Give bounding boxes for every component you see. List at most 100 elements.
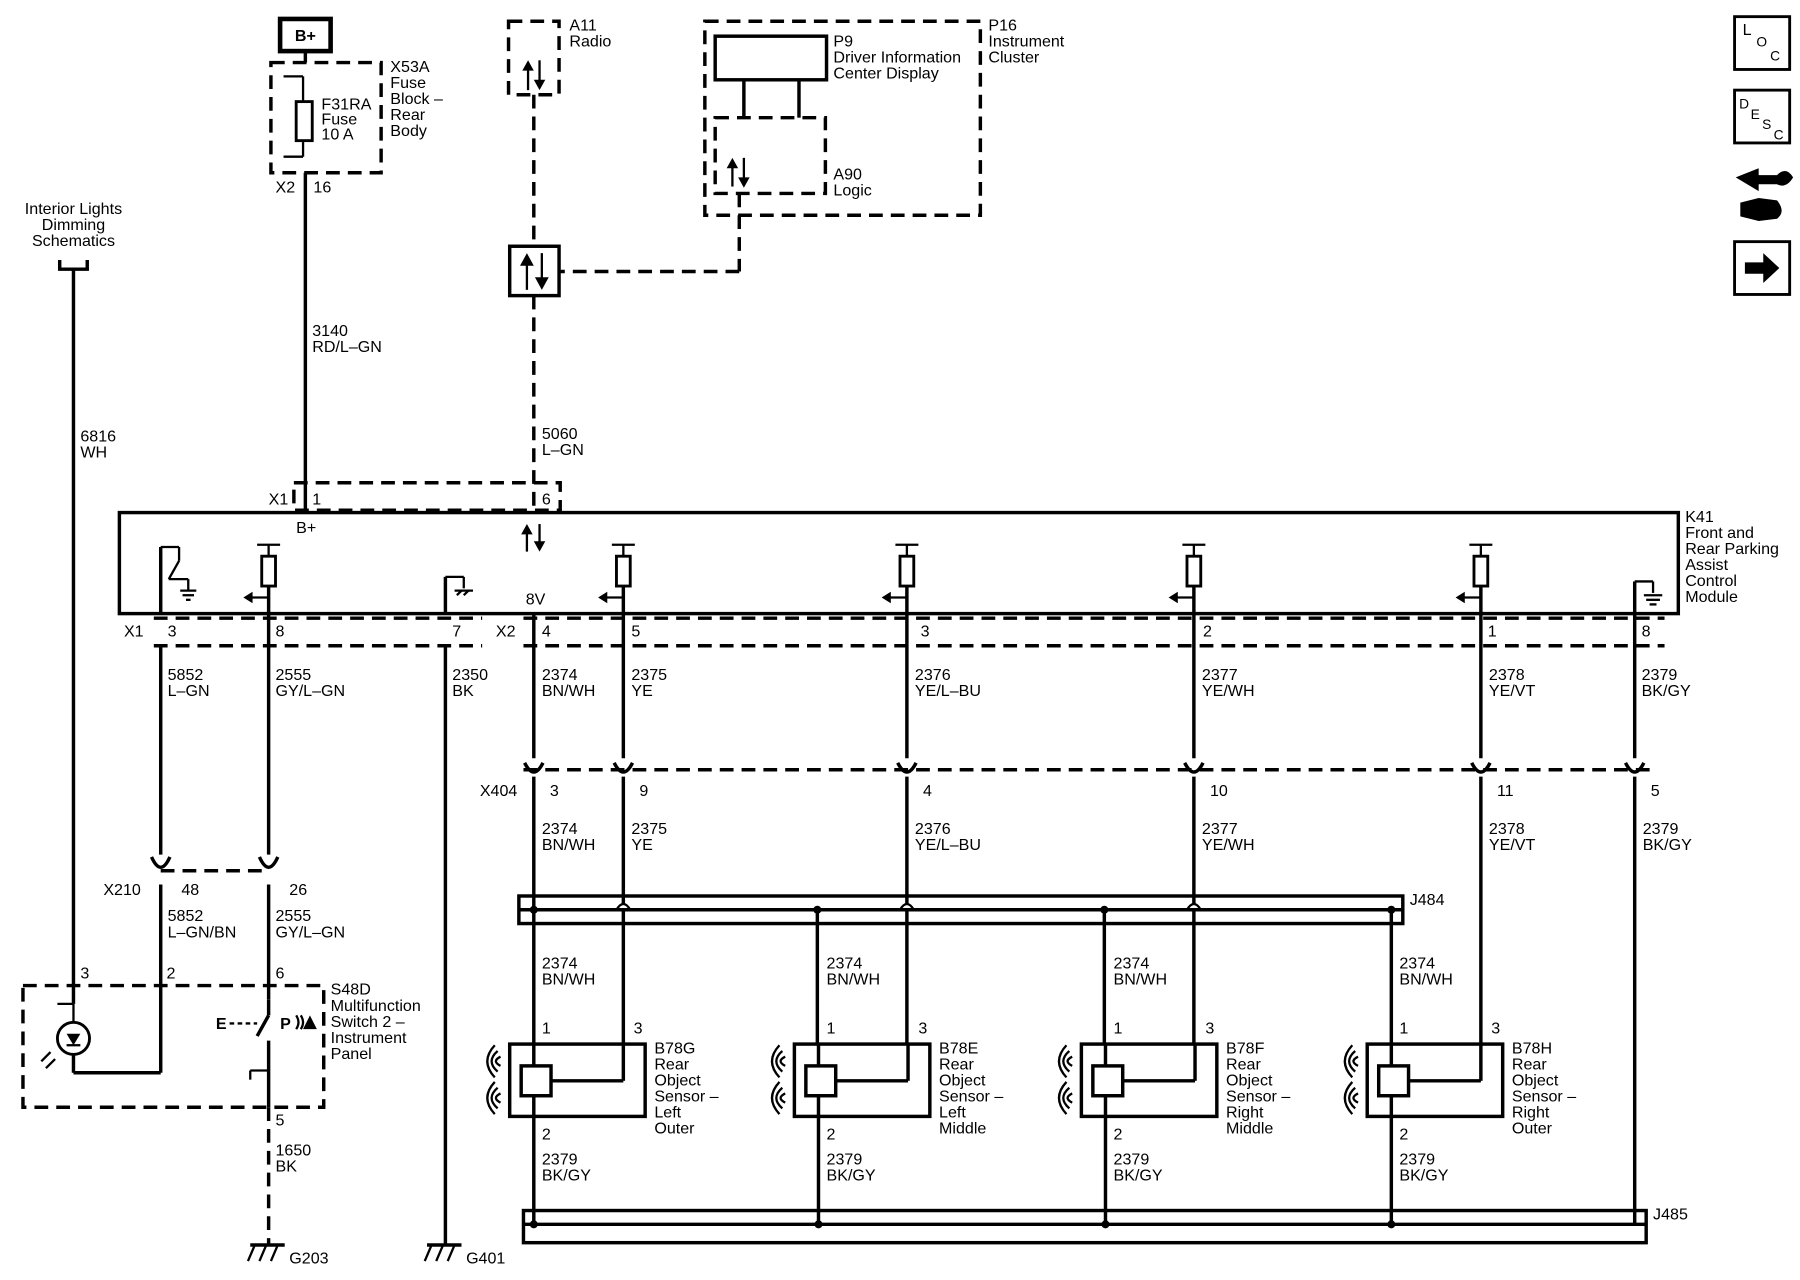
- svg-text:P16: P16: [988, 16, 1017, 34]
- sensor-pin-label: 3: [634, 1020, 643, 1038]
- wire-color-code: YE/WH: [1202, 836, 1255, 854]
- park-assist-switch-icon: E P: [216, 999, 317, 1108]
- svg-text:D: D: [1739, 96, 1749, 111]
- wire-circuit-number: 2379: [1399, 1151, 1435, 1169]
- sensor-name-line: Outer: [654, 1120, 695, 1138]
- wire-color-code: BN/WH: [827, 970, 881, 988]
- wire-circuit-number: 2379: [1643, 820, 1679, 838]
- description-view-button[interactable]: D E S C: [1733, 88, 1792, 145]
- svg-text:Instrument: Instrument: [988, 33, 1064, 51]
- module-pin-label: 5: [631, 623, 640, 641]
- wire-color-code: YE/VT: [1489, 836, 1536, 854]
- wire-circuit-number: 2379: [542, 1151, 578, 1169]
- connector-terminal-icon: [523, 762, 545, 774]
- svg-text:C: C: [1774, 127, 1784, 142]
- wire-color-code: BN/WH: [1114, 970, 1168, 988]
- svg-text:Control: Control: [1685, 572, 1737, 590]
- pull-up-resistor-icon: [1455, 543, 1493, 614]
- sensor-pin-label: 2: [1399, 1125, 1408, 1143]
- connector-terminal-icon: [896, 762, 918, 774]
- wire-circuit-number: 2374: [542, 820, 578, 838]
- svg-text:3140: 3140: [312, 322, 348, 340]
- svg-text:3: 3: [80, 965, 89, 983]
- sensor-name-line: Middle: [1226, 1120, 1273, 1138]
- sensor-pin-label: 2: [827, 1125, 836, 1143]
- sensor-name-line: Sensor –: [654, 1087, 718, 1105]
- interior-lights-reference[interactable]: Interior Lights: [25, 200, 122, 218]
- svg-text:Dimming: Dimming: [42, 216, 105, 234]
- wire-color-code: BN/WH: [542, 836, 596, 854]
- sensor-pin-label: 1: [542, 1020, 551, 1038]
- splice-pack-j485: [521, 1208, 1648, 1245]
- svg-text:S: S: [1762, 117, 1771, 132]
- fuse-block-x53a: F31RA Fuse 10 A: [269, 60, 383, 175]
- svg-text:BK: BK: [276, 1158, 298, 1176]
- next-page-arrow-icon[interactable]: [1733, 240, 1792, 296]
- svg-text:Panel: Panel: [331, 1045, 372, 1063]
- sensor-name-line: Right: [1512, 1104, 1550, 1122]
- svg-text:Logic: Logic: [833, 182, 871, 200]
- svg-text:S48D: S48D: [331, 981, 371, 999]
- svg-text:Fuse: Fuse: [390, 74, 426, 92]
- wire-color-code: BK: [452, 682, 474, 700]
- sensor-name-line: Sensor –: [1226, 1087, 1290, 1105]
- chassis-ground-g401-icon: [423, 1243, 462, 1262]
- serial-data-splice: [507, 244, 561, 298]
- wire-circuit-number: 2555: [276, 666, 312, 684]
- svg-text:L–GN: L–GN: [542, 441, 584, 459]
- module-pin-label: 3: [168, 623, 177, 641]
- module-pin-label: 2: [1203, 623, 1212, 641]
- wire-color-code: BK/GY: [827, 1167, 876, 1185]
- location-view-button[interactable]: L O C: [1733, 15, 1792, 71]
- pull-up-resistor-icon: [598, 543, 635, 614]
- x210-pin-label: 48: [181, 881, 199, 899]
- sensor-pin-label: 1: [827, 1020, 836, 1038]
- instrument-cluster-p16: [703, 19, 983, 217]
- fuse-icon: [294, 100, 314, 143]
- svg-text:X1: X1: [269, 491, 289, 509]
- wire-color-code: YE: [631, 836, 653, 854]
- x404-pin-label: 5: [1651, 782, 1660, 800]
- svg-text:WH: WH: [80, 443, 107, 461]
- wire-color-code: BN/WH: [542, 682, 596, 700]
- sensor-id: B78G: [654, 1039, 695, 1057]
- svg-text:L: L: [1743, 21, 1752, 39]
- sensor-pin-label: 3: [918, 1020, 927, 1038]
- wire-color-code: YE/L–BU: [915, 682, 981, 700]
- module-pin-label: 4: [542, 623, 551, 641]
- wire-color-code: BK/GY: [542, 1167, 591, 1185]
- fuse-block-connector: X53A: [390, 58, 430, 76]
- battery-power-label: B+: [277, 16, 333, 54]
- wire-circuit-number: 2376: [915, 666, 951, 684]
- sensor-pin-label: 3: [1205, 1020, 1214, 1038]
- svg-text:C: C: [1770, 48, 1780, 63]
- svg-text:Fuse: Fuse: [321, 111, 357, 129]
- x404-pin-label: 3: [550, 782, 559, 800]
- ultrasonic-wave-icon: [486, 1044, 502, 1115]
- connector-end-view-icon[interactable]: [1735, 168, 1794, 221]
- wire-color-code: BK/GY: [1399, 1167, 1448, 1185]
- multifunction-switch-s48d: [21, 983, 326, 1109]
- sensor-pin-label: 2: [542, 1125, 551, 1143]
- wire-color-code: YE: [631, 682, 653, 700]
- wire-circuit-number: 2379: [1642, 666, 1678, 684]
- reference-connector-icon: [57, 260, 89, 271]
- sensor-pin-label: 1: [1114, 1020, 1123, 1038]
- fuse-block-pin: 16: [313, 178, 331, 196]
- sensor-id: B78H: [1512, 1039, 1552, 1057]
- module-pin-label: 7: [452, 623, 461, 641]
- svg-text:6: 6: [276, 965, 285, 983]
- svg-text:2: 2: [166, 965, 175, 983]
- svg-text:Body: Body: [390, 122, 427, 140]
- connector-terminal-icon: [1623, 762, 1646, 774]
- svg-text:Radio: Radio: [569, 33, 611, 51]
- wire-circuit-number: 2377: [1202, 666, 1238, 684]
- parking-assist-module-k41: [117, 510, 1681, 616]
- wire-circuit-number: 2379: [827, 1151, 863, 1169]
- sensor-pin-label: 3: [1491, 1020, 1500, 1038]
- x404-pin-label: 11: [1497, 782, 1514, 800]
- wire-circuit-number: 2375: [631, 666, 667, 684]
